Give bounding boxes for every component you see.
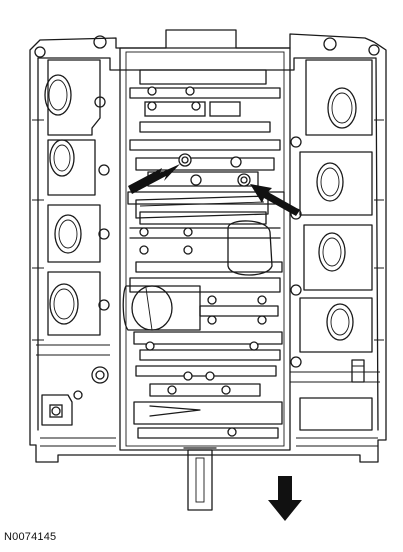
engine-block-outline: [29, 29, 387, 463]
bolt: [190, 174, 202, 186]
figure-reference-code: N0074145: [4, 531, 57, 543]
down-arrow-icon: [268, 476, 302, 521]
main-bearing-caps: [127, 69, 285, 439]
left-bank: [32, 35, 116, 447]
right-bank: [290, 37, 384, 447]
bolt: [230, 156, 242, 168]
right-bolt-inner: [240, 176, 248, 184]
callout-arrow-right: [250, 184, 300, 216]
highlighted-bolts: [178, 153, 251, 187]
callout-arrow-left: [128, 164, 180, 194]
left-bolt-inner: [181, 156, 189, 164]
crankshaft: [122, 195, 273, 511]
